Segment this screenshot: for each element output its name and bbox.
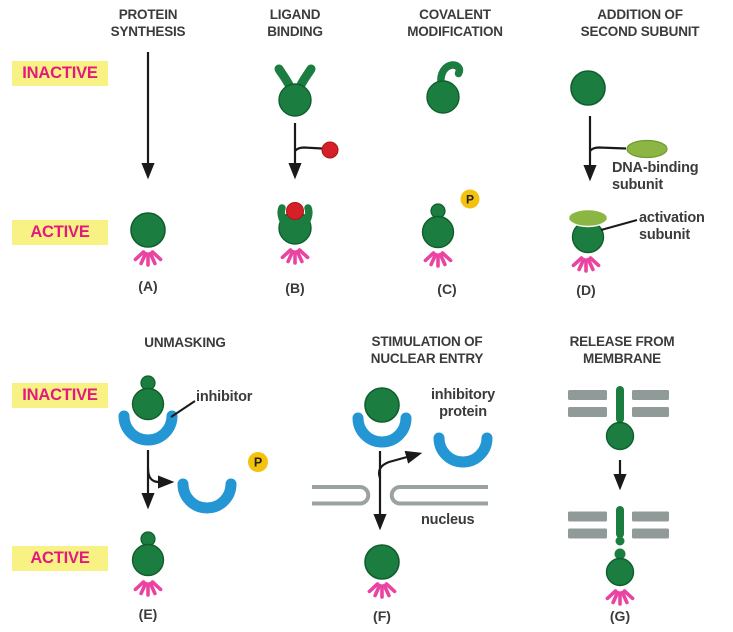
state-label-active-row1: ACTIVE — [12, 220, 108, 245]
panel-g-activity-rays-icon — [605, 589, 635, 606]
panel-e-activity-rays-icon — [133, 580, 163, 597]
panel-g-title: RELEASE FROM MEMBRANE — [569, 334, 675, 366]
state-label-inactive-row1: INACTIVE — [12, 61, 108, 86]
released-inhibitor-icon — [183, 484, 231, 508]
inhibitor-annotation: inhibitor — [196, 389, 253, 405]
released-inhibitory-protein-icon — [439, 438, 487, 462]
panel-e-letter: (E) — [138, 606, 158, 622]
panel-d-active-complex-icon — [567, 208, 609, 254]
panel-a-active-protein-icon — [130, 212, 166, 248]
panel-d-activity-rays-icon — [571, 256, 601, 273]
membrane-stub-icon — [615, 506, 625, 546]
membrane-bound-protein-icon — [605, 385, 635, 451]
inhibitory-protein-annotation: inhibitory protein — [430, 387, 496, 420]
panel-b-letter: (B) — [285, 280, 305, 296]
panel-f-letter: (F) — [373, 608, 391, 624]
state-label-inactive-row2: INACTIVE — [12, 383, 108, 408]
panel-g-letter: (G) — [609, 608, 631, 624]
panel-d-title: ADDITION OF SECOND SUBUNIT — [580, 7, 700, 39]
panel-e-title: UNMASKING — [144, 335, 226, 350]
panel-c-active-protein-icon — [421, 203, 455, 249]
panel-f-activity-rays-icon — [367, 582, 397, 599]
panel-d-branch-line — [589, 146, 627, 152]
panel-b-active-protein-icon — [279, 203, 311, 245]
panel-c-letter: (C) — [437, 281, 457, 297]
state-label-active-row2: ACTIVE — [12, 546, 108, 571]
panel-f-title: STIMULATION OF NUCLEAR ENTRY — [370, 334, 484, 366]
panel-c-activity-rays-icon — [423, 251, 453, 268]
phosphate-label: P — [466, 193, 474, 207]
activation-subunit-pointer-line — [600, 219, 638, 231]
panel-a-letter: (A) — [138, 278, 158, 294]
inhibitor-pointer-line — [170, 400, 196, 418]
panel-f-active-protein-icon — [364, 544, 400, 580]
panel-b-branch-line — [294, 146, 323, 152]
panel-b-title: LIGAND BINDING — [267, 7, 323, 39]
panel-d-letter: (D) — [576, 282, 596, 298]
phosphate-badge: P — [248, 452, 268, 472]
nuclear-envelope-icon — [312, 485, 488, 506]
panel-c-inactive-protein-icon — [427, 65, 459, 113]
dna-binding-subunit-annotation: DNA-binding subunit — [612, 160, 699, 193]
panel-a-title: PROTEIN SYNTHESIS — [110, 7, 186, 39]
panel-b-activity-rays-icon — [280, 248, 310, 265]
phosphate-badge: P — [460, 189, 480, 209]
phosphate-label: P — [254, 456, 262, 470]
panel-c-title: COVALENT MODIFICATION — [407, 7, 503, 39]
ligand-icon — [321, 141, 339, 159]
activation-subunit-annotation: activation subunit — [639, 210, 705, 243]
panel-f-inactive-protein-icon — [364, 387, 400, 423]
panel-f-branch-arrow-icon — [377, 450, 423, 479]
panel-b-inactive-protein-icon — [279, 69, 311, 116]
nucleus-annotation: nucleus — [421, 512, 475, 528]
panel-d-inactive-protein-icon — [570, 70, 606, 106]
panel-e-inactive-protein-icon — [131, 375, 165, 421]
released-protein-icon — [605, 547, 635, 587]
panel-e-branch-arrow-icon — [146, 467, 175, 489]
panel-a-activity-rays-icon — [133, 250, 163, 267]
panel-e-active-protein-icon — [131, 531, 165, 577]
dna-binding-subunit-icon — [626, 139, 668, 159]
